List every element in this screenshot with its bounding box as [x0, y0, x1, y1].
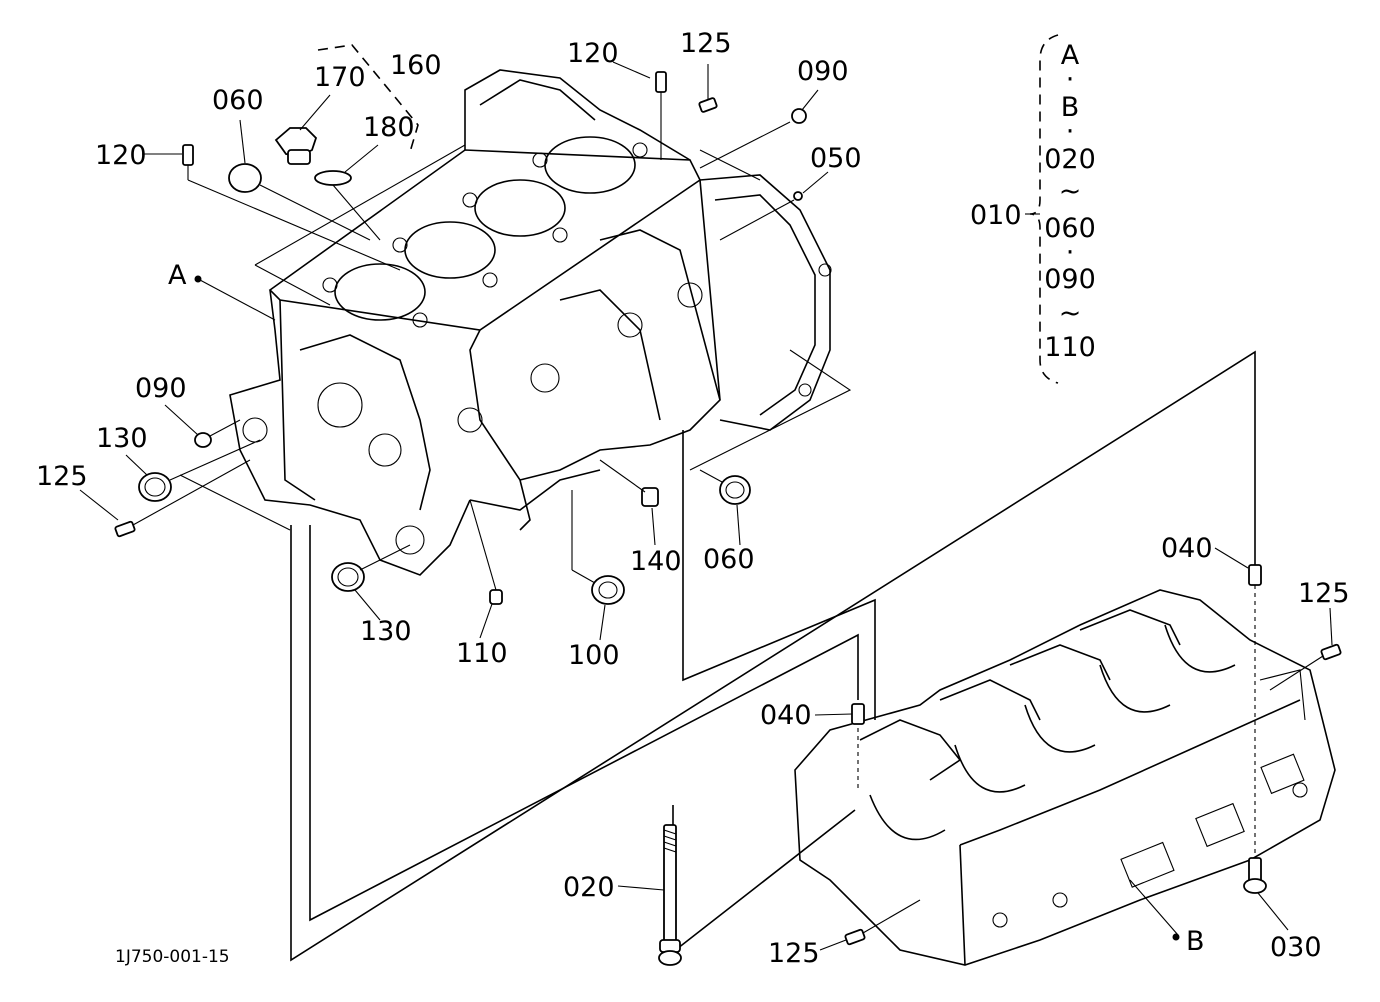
- o-ring-180: [314, 170, 352, 186]
- legend-ref-010: 010: [970, 200, 1022, 231]
- legend-sep-3: ·: [1066, 237, 1075, 268]
- callout-120-top: 120: [567, 38, 619, 69]
- legend-line-110: 110: [1044, 332, 1096, 363]
- dowel-pin-040-right: [1248, 564, 1262, 586]
- callout-030: 030: [1270, 932, 1322, 963]
- leader-lines: [79, 61, 1333, 951]
- callout-180: 180: [363, 112, 415, 143]
- callout-130-left: 130: [96, 423, 148, 454]
- plug-090-left: [194, 432, 212, 448]
- legend-line-060: 060: [1044, 213, 1096, 244]
- callout-170: 170: [314, 62, 366, 93]
- small-parts: [114, 71, 1342, 966]
- seal-130-bottom: [331, 562, 365, 592]
- legend-sep-2: ·: [1066, 116, 1075, 147]
- legend-range-2: ~: [1059, 298, 1082, 329]
- plug-090-top: [791, 108, 807, 124]
- part-050: [793, 191, 803, 201]
- legend-bracket: [1029, 34, 1059, 384]
- callout-125-top: 125: [680, 28, 732, 59]
- seal-130-left: [138, 472, 172, 502]
- group-b-dot: [1172, 933, 1180, 941]
- dowel-pin-125-top: [698, 97, 718, 113]
- plug-060-right: [719, 475, 751, 505]
- legend-line-b: B: [1061, 92, 1080, 123]
- plug-110: [489, 589, 503, 605]
- callout-125-left: 125: [36, 461, 88, 492]
- callout-130-bottom: 130: [360, 616, 412, 647]
- legend-range-1: ~: [1059, 176, 1082, 207]
- dowel-pin-125-bottom: [844, 928, 866, 946]
- oil-filler-cap-170: [274, 127, 318, 165]
- legend-sep-1: ·: [1066, 64, 1075, 95]
- legend-line-a: A: [1061, 40, 1080, 71]
- callout-090-top: 090: [797, 56, 849, 87]
- plug-060-top: [228, 163, 262, 193]
- component-legend: 010 A · B · 020 ~ 060 · 090 ~ 110: [970, 40, 1096, 363]
- legend-line-020: 020: [1044, 144, 1096, 175]
- dowel-pin-125-left: [114, 520, 136, 538]
- callout-040-right: 040: [1161, 533, 1213, 564]
- callout-050: 050: [810, 143, 862, 174]
- upper-cylinder-block: [229, 69, 832, 576]
- callout-a: A: [168, 260, 187, 291]
- callout-160: 160: [390, 50, 442, 81]
- callout-labels: 120 125 090 050 170 160 180 060 120 A 09…: [36, 28, 1350, 969]
- callout-125-right: 125: [1298, 578, 1350, 609]
- bolt-030: [1243, 857, 1267, 894]
- callout-140: 140: [630, 546, 682, 577]
- dowel-pin-125-right: [1320, 643, 1342, 661]
- dowel-pin-120-left: [182, 144, 194, 166]
- dowel-pin-040-left: [851, 703, 865, 725]
- plug-140: [641, 487, 659, 507]
- callout-060-top: 060: [212, 85, 264, 116]
- callout-060-right: 060: [703, 544, 755, 575]
- dowel-pin-120-top: [655, 71, 667, 93]
- callout-120-left: 120: [95, 140, 147, 171]
- plug-100: [591, 575, 625, 605]
- callout-b: B: [1186, 926, 1205, 957]
- lower-crankcase-block: [794, 589, 1336, 966]
- callout-110: 110: [456, 638, 508, 669]
- legend-line-090: 090: [1044, 264, 1096, 295]
- group-a-dot: [194, 275, 202, 283]
- callout-090-left: 090: [135, 373, 187, 404]
- bolt-020: [658, 824, 682, 966]
- callout-040-left: 040: [760, 700, 812, 731]
- callout-100: 100: [568, 640, 620, 671]
- drawing-number: 1J750-001-15: [115, 947, 230, 967]
- callout-020: 020: [563, 872, 615, 903]
- callout-125-bottom: 125: [768, 938, 820, 969]
